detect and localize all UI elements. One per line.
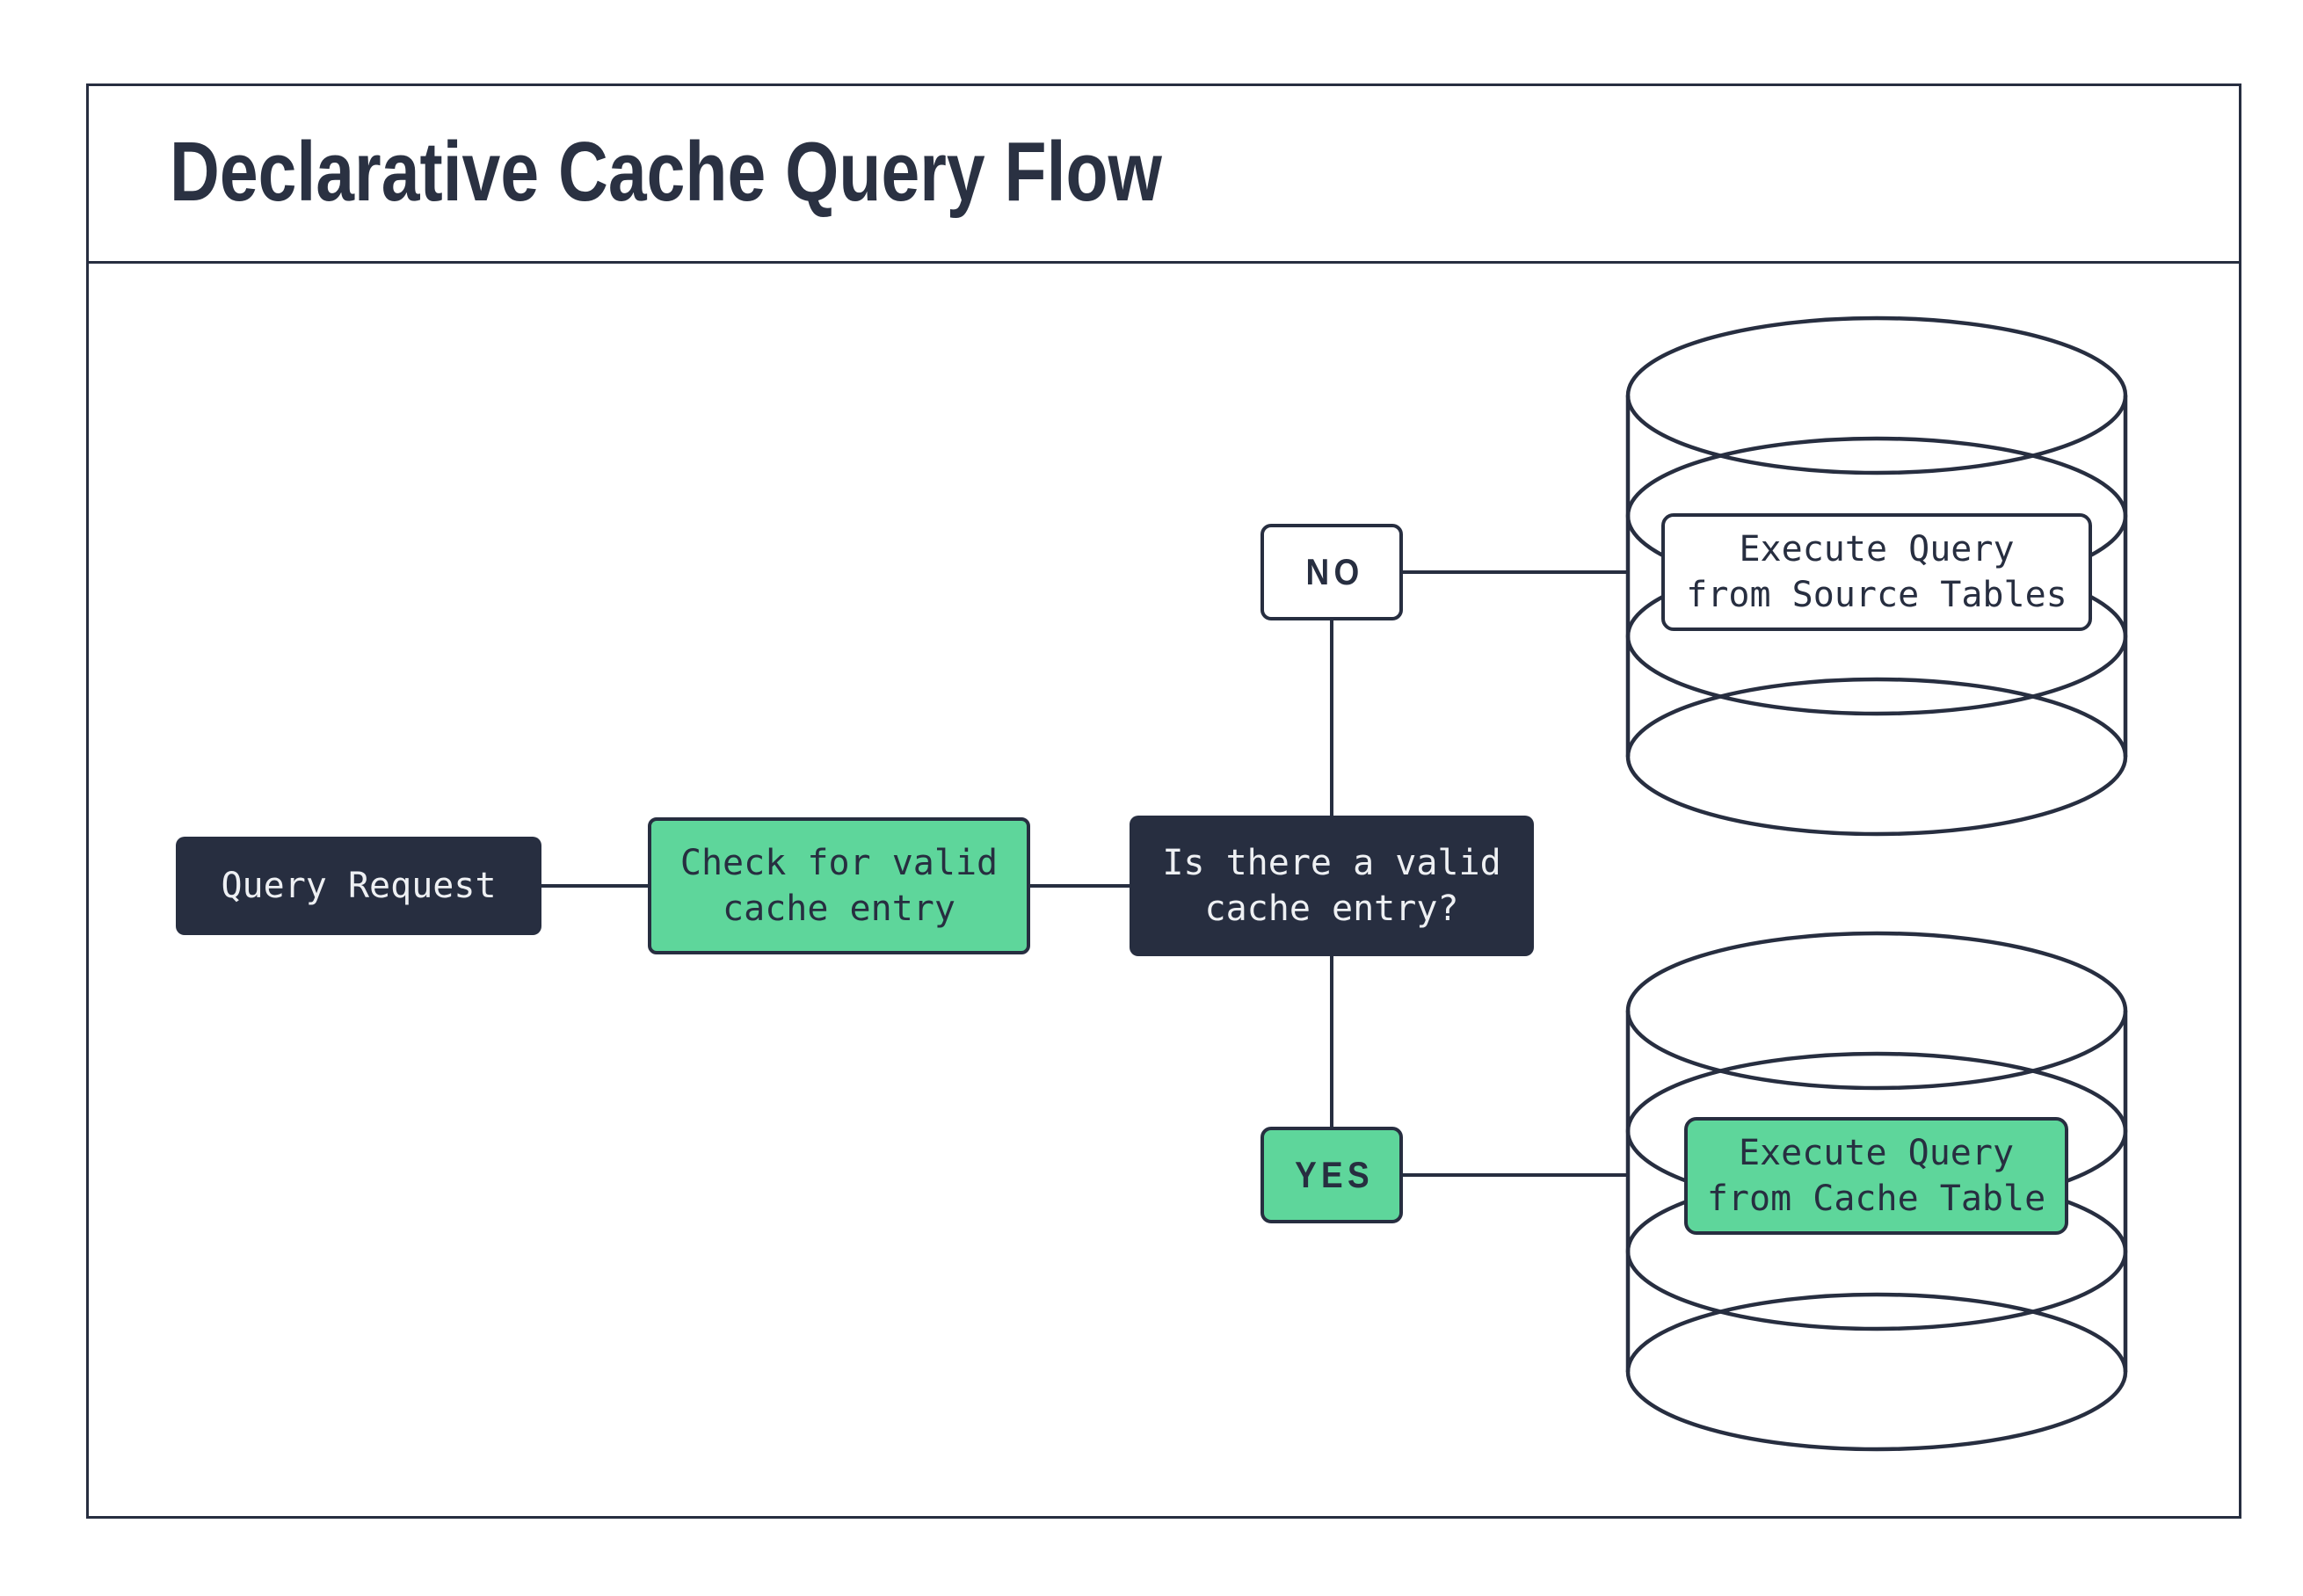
source-database-icon xyxy=(1625,316,2128,837)
node-query-request-label: Query Request xyxy=(221,866,497,906)
node-decision-line2: cache entry? xyxy=(1204,889,1459,929)
node-execute-source-line1: Execute Query xyxy=(1739,529,2015,569)
node-execute-source-line2: from Source Tables xyxy=(1686,575,2067,615)
page-title: Declarative Cache Query Flow xyxy=(170,125,1162,219)
node-execute-cache-table: Execute Query from Cache Table xyxy=(1684,1117,2068,1235)
diagram-frame xyxy=(86,83,2241,1519)
node-check-cache-line1: Check for valid xyxy=(679,843,999,883)
branch-no-label: NO xyxy=(1260,524,1403,620)
node-query-request: Query Request xyxy=(176,837,541,935)
diagram-header: Declarative Cache Query Flow xyxy=(86,83,2241,264)
node-execute-source-tables: Execute Query from Source Tables xyxy=(1661,513,2092,631)
node-check-cache-line2: cache entry xyxy=(723,889,955,929)
cache-database-icon xyxy=(1625,931,2128,1452)
node-execute-cache-line1: Execute Query xyxy=(1738,1133,2015,1173)
branch-yes-label: YES xyxy=(1260,1127,1403,1223)
node-decision-valid-cache: Is there a valid cache entry? xyxy=(1130,816,1534,956)
branch-no-text: NO xyxy=(1305,551,1363,592)
branch-yes-text: YES xyxy=(1295,1154,1374,1195)
node-check-cache: Check for valid cache entry xyxy=(648,817,1030,954)
node-execute-cache-line2: from Cache Table xyxy=(1706,1179,2046,1219)
node-decision-line1: Is there a valid xyxy=(1162,843,1501,883)
